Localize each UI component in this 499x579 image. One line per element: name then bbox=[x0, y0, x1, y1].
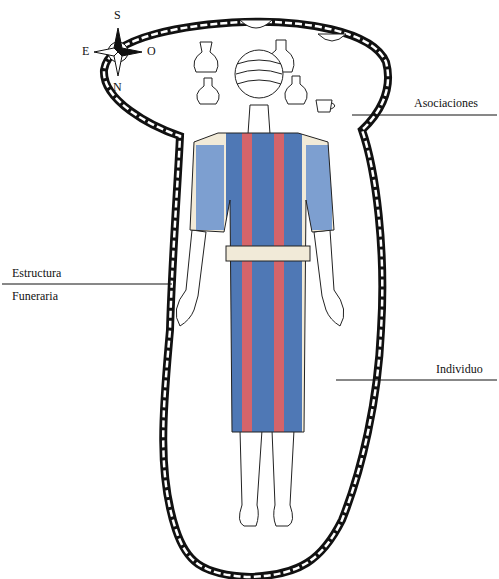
compass-rose bbox=[94, 28, 142, 76]
grave-goods bbox=[194, 20, 346, 112]
compass-letter: O bbox=[147, 44, 156, 59]
funerary-structure bbox=[104, 22, 388, 577]
leader-lines bbox=[2, 115, 497, 380]
individual bbox=[176, 50, 344, 526]
compass-letter: E bbox=[82, 44, 89, 59]
individual-label: Individuo bbox=[436, 362, 483, 377]
compass-letter: S bbox=[114, 8, 121, 23]
belt bbox=[226, 246, 310, 261]
associations-label: Asociaciones bbox=[414, 96, 478, 111]
striped-tunic bbox=[186, 130, 336, 435]
compass-letter: N bbox=[113, 80, 122, 95]
structure-label: Estructura Funeraria bbox=[12, 262, 86, 308]
tunic-outline bbox=[190, 133, 334, 432]
stone-texture bbox=[104, 22, 388, 577]
